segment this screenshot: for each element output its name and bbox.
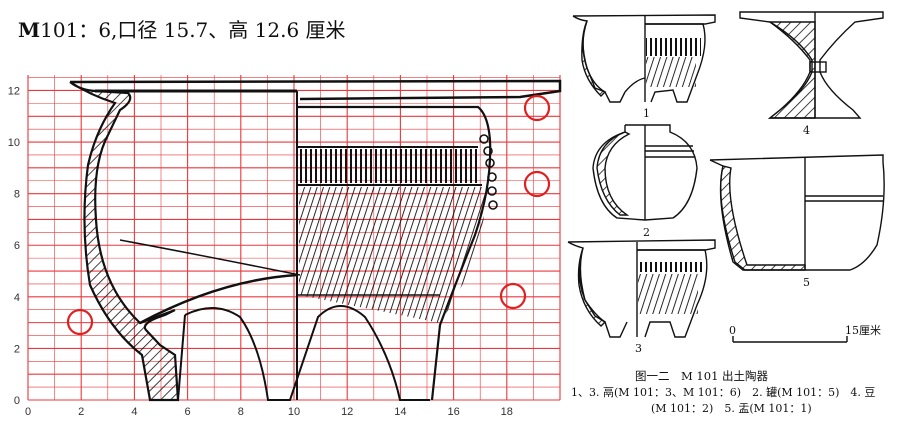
x-tick-label: 12 xyxy=(341,406,353,418)
figure-5-yu xyxy=(709,154,885,271)
y-tick-label: 10 xyxy=(8,137,20,149)
y-tick-label: 0 xyxy=(14,395,20,407)
x-tick-label: 18 xyxy=(501,406,513,418)
tick-labels: 0 2 4 6 8 10 12 14 16 18 0 2 4 6 8 10 12 xyxy=(8,85,513,418)
x-tick-label: 16 xyxy=(447,406,459,418)
figure-1-li xyxy=(572,14,716,103)
marker-circle xyxy=(499,282,527,310)
annotation-markers xyxy=(66,94,551,336)
y-tick-label: 2 xyxy=(14,343,20,355)
measurement-grid: 0 2 4 6 8 10 12 14 16 18 0 2 4 6 8 10 12 xyxy=(0,55,565,421)
figure-label-1: 1 xyxy=(643,107,650,120)
figure-label-3: 3 xyxy=(635,342,642,355)
vessel-drawing xyxy=(69,79,562,402)
x-tick-label: 2 xyxy=(78,406,84,418)
x-tick-label: 8 xyxy=(238,406,244,418)
plate-figure: 1 2 3 4 5 0 15厘米 图一二 M 101 出土陶器 1、3. 鬲(M… xyxy=(565,0,905,421)
scale-label-start: 0 xyxy=(729,324,736,337)
figure-3-li xyxy=(567,239,716,338)
y-tick-label: 4 xyxy=(14,292,20,304)
marker-circle xyxy=(523,94,551,122)
scale-label-end: 15厘米 xyxy=(845,324,881,337)
marker-circle xyxy=(66,308,94,336)
x-tick-label: 14 xyxy=(394,406,406,418)
x-tick-label: 6 xyxy=(185,406,191,418)
caption-line-1: 1、3. 鬲(M 101：3、M 101：6) 2. 罐(M 101：5) 4.… xyxy=(571,386,876,399)
marker-circle xyxy=(523,170,551,198)
figure-label-4: 4 xyxy=(803,124,810,137)
figure-label-5: 5 xyxy=(803,276,810,289)
y-tick-label: 6 xyxy=(14,240,20,252)
grid-canvas: 0 2 4 6 8 10 12 14 16 18 0 2 4 6 8 10 12 xyxy=(8,75,562,418)
scale-bar xyxy=(732,336,848,343)
figure-4-dou xyxy=(739,11,884,119)
y-tick-label: 12 xyxy=(8,85,20,97)
x-tick-label: 10 xyxy=(288,406,300,418)
y-tick-label: 8 xyxy=(14,189,20,201)
caption-title: 图一二 M 101 出土陶器 xyxy=(635,369,769,383)
x-tick-label: 4 xyxy=(131,406,137,418)
page-title: M101：6,口径 15.7、高 12.6 厘米 xyxy=(18,18,346,42)
caption-line-2: (M 101：2) 5. 盂(M 101：1) xyxy=(651,402,812,415)
plate-drawings: 1 2 3 4 5 0 15厘米 xyxy=(567,11,885,355)
figure-2-jar xyxy=(592,124,698,221)
x-tick-label: 0 xyxy=(25,406,31,418)
figure-label-2: 2 xyxy=(643,226,650,239)
